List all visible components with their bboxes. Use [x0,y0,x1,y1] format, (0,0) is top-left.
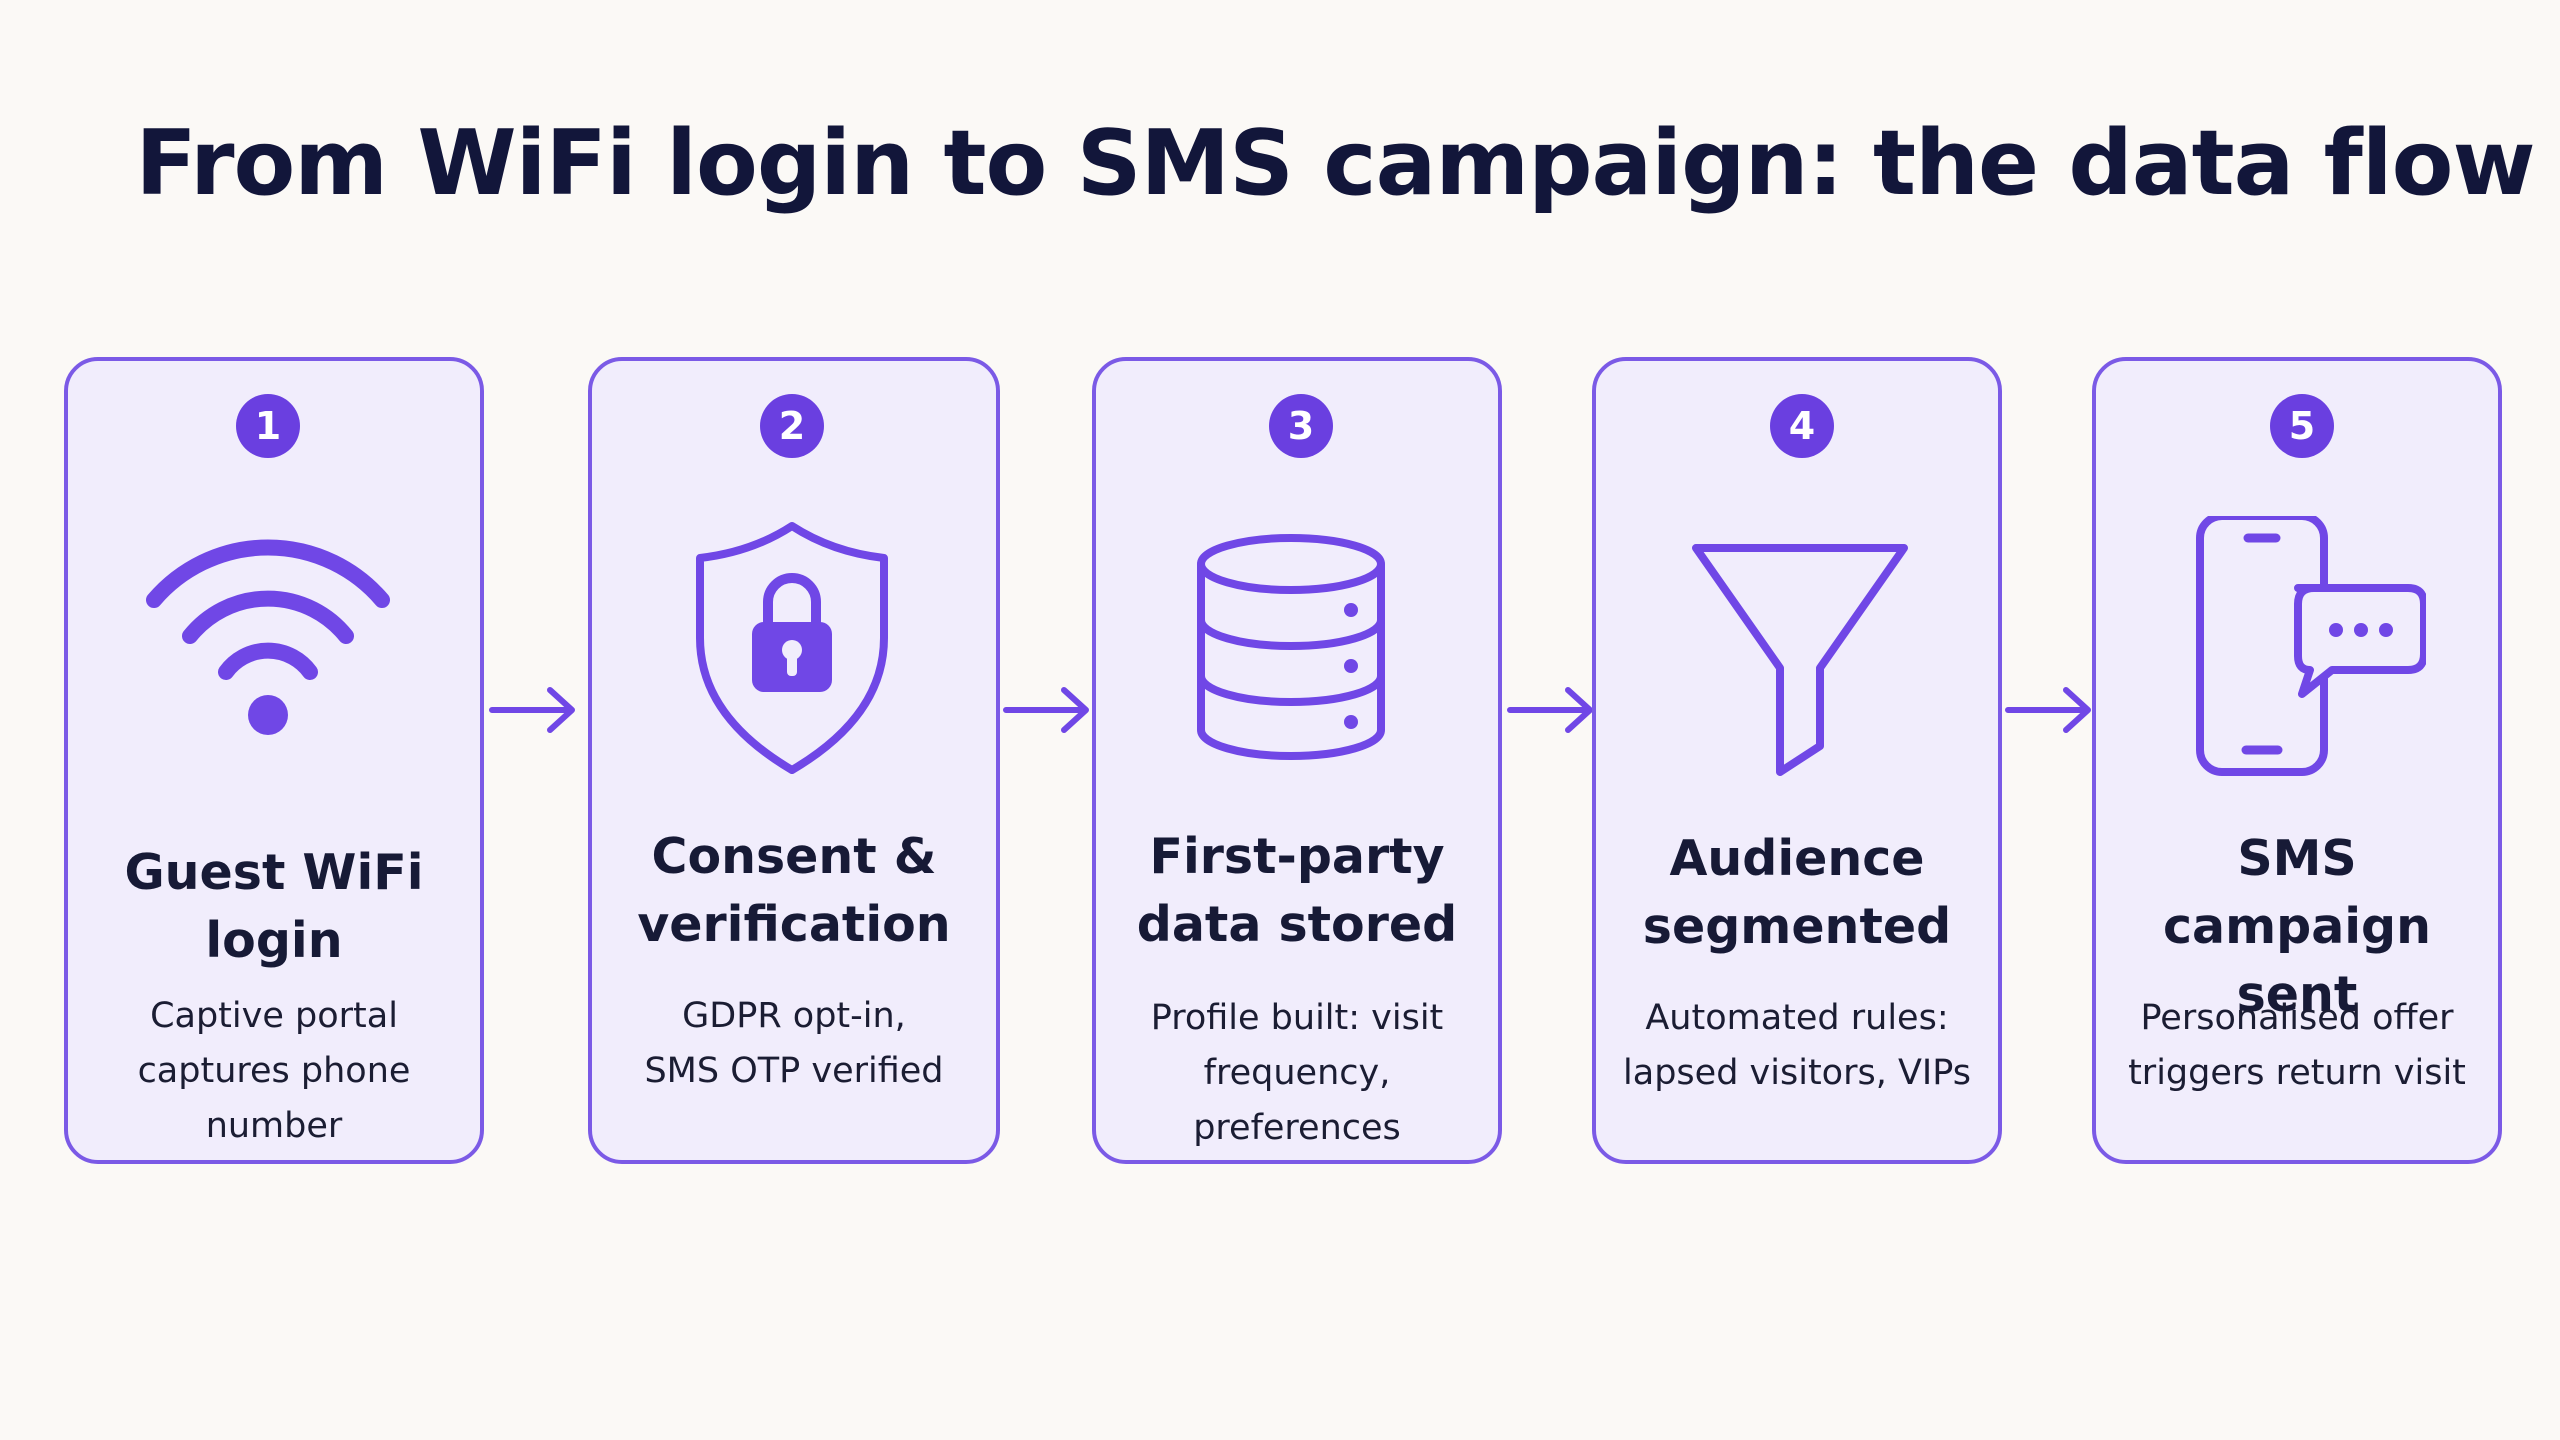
step-heading: First-party data stored [1136,828,1458,953]
step-description: Personalised offer triggers return visit [2128,998,2466,1093]
step-card-4: 4 Audience segmented Automated rules: la… [1592,357,2002,1164]
step-number-badge: 3 [1269,394,1333,458]
step-number-badge: 2 [760,394,824,458]
database-icon [1161,516,1421,776]
shield-lock-icon [662,516,922,776]
step-heading: Audience segmented [1642,830,1952,955]
step-description: Automated rules: lapsed visitors, VIPs [1623,998,1971,1093]
diagram-title: From WiFi login to SMS campaign: the dat… [135,111,2535,216]
step-description: Profile built: visit frequency, preferen… [1150,998,1444,1148]
wifi-icon [138,516,398,776]
step-description: GDPR opt-in, SMS OTP verified [644,996,944,1091]
step-card-5: 5 SMS campaign sent Personalised offer t… [2092,357,2502,1164]
flow-arrow-2 [1002,682,1094,738]
step-heading: SMS campaign sent [2162,830,2432,1023]
step-card-2: 2 Consent & verification GDPR opt-in, SM… [588,357,1000,1164]
step-heading: Guest WiFi login [124,844,424,969]
flow-arrow-4 [2004,682,2096,738]
flow-arrow-3 [1506,682,1598,738]
step-number-badge: 1 [236,394,300,458]
funnel-icon [1670,516,1930,776]
step-number-badge: 5 [2270,394,2334,458]
step-heading: Consent & verification [637,828,951,953]
step-number-badge: 4 [1770,394,1834,458]
step-card-3: 3 First-party data stored Profile built:… [1092,357,1502,1164]
step-card-1: 1 Guest WiFi login Captive portal captur… [64,357,484,1164]
phone-chat-icon [2166,516,2426,776]
flow-arrow-1 [488,682,580,738]
step-description: Captive portal captures phone number [137,996,411,1146]
